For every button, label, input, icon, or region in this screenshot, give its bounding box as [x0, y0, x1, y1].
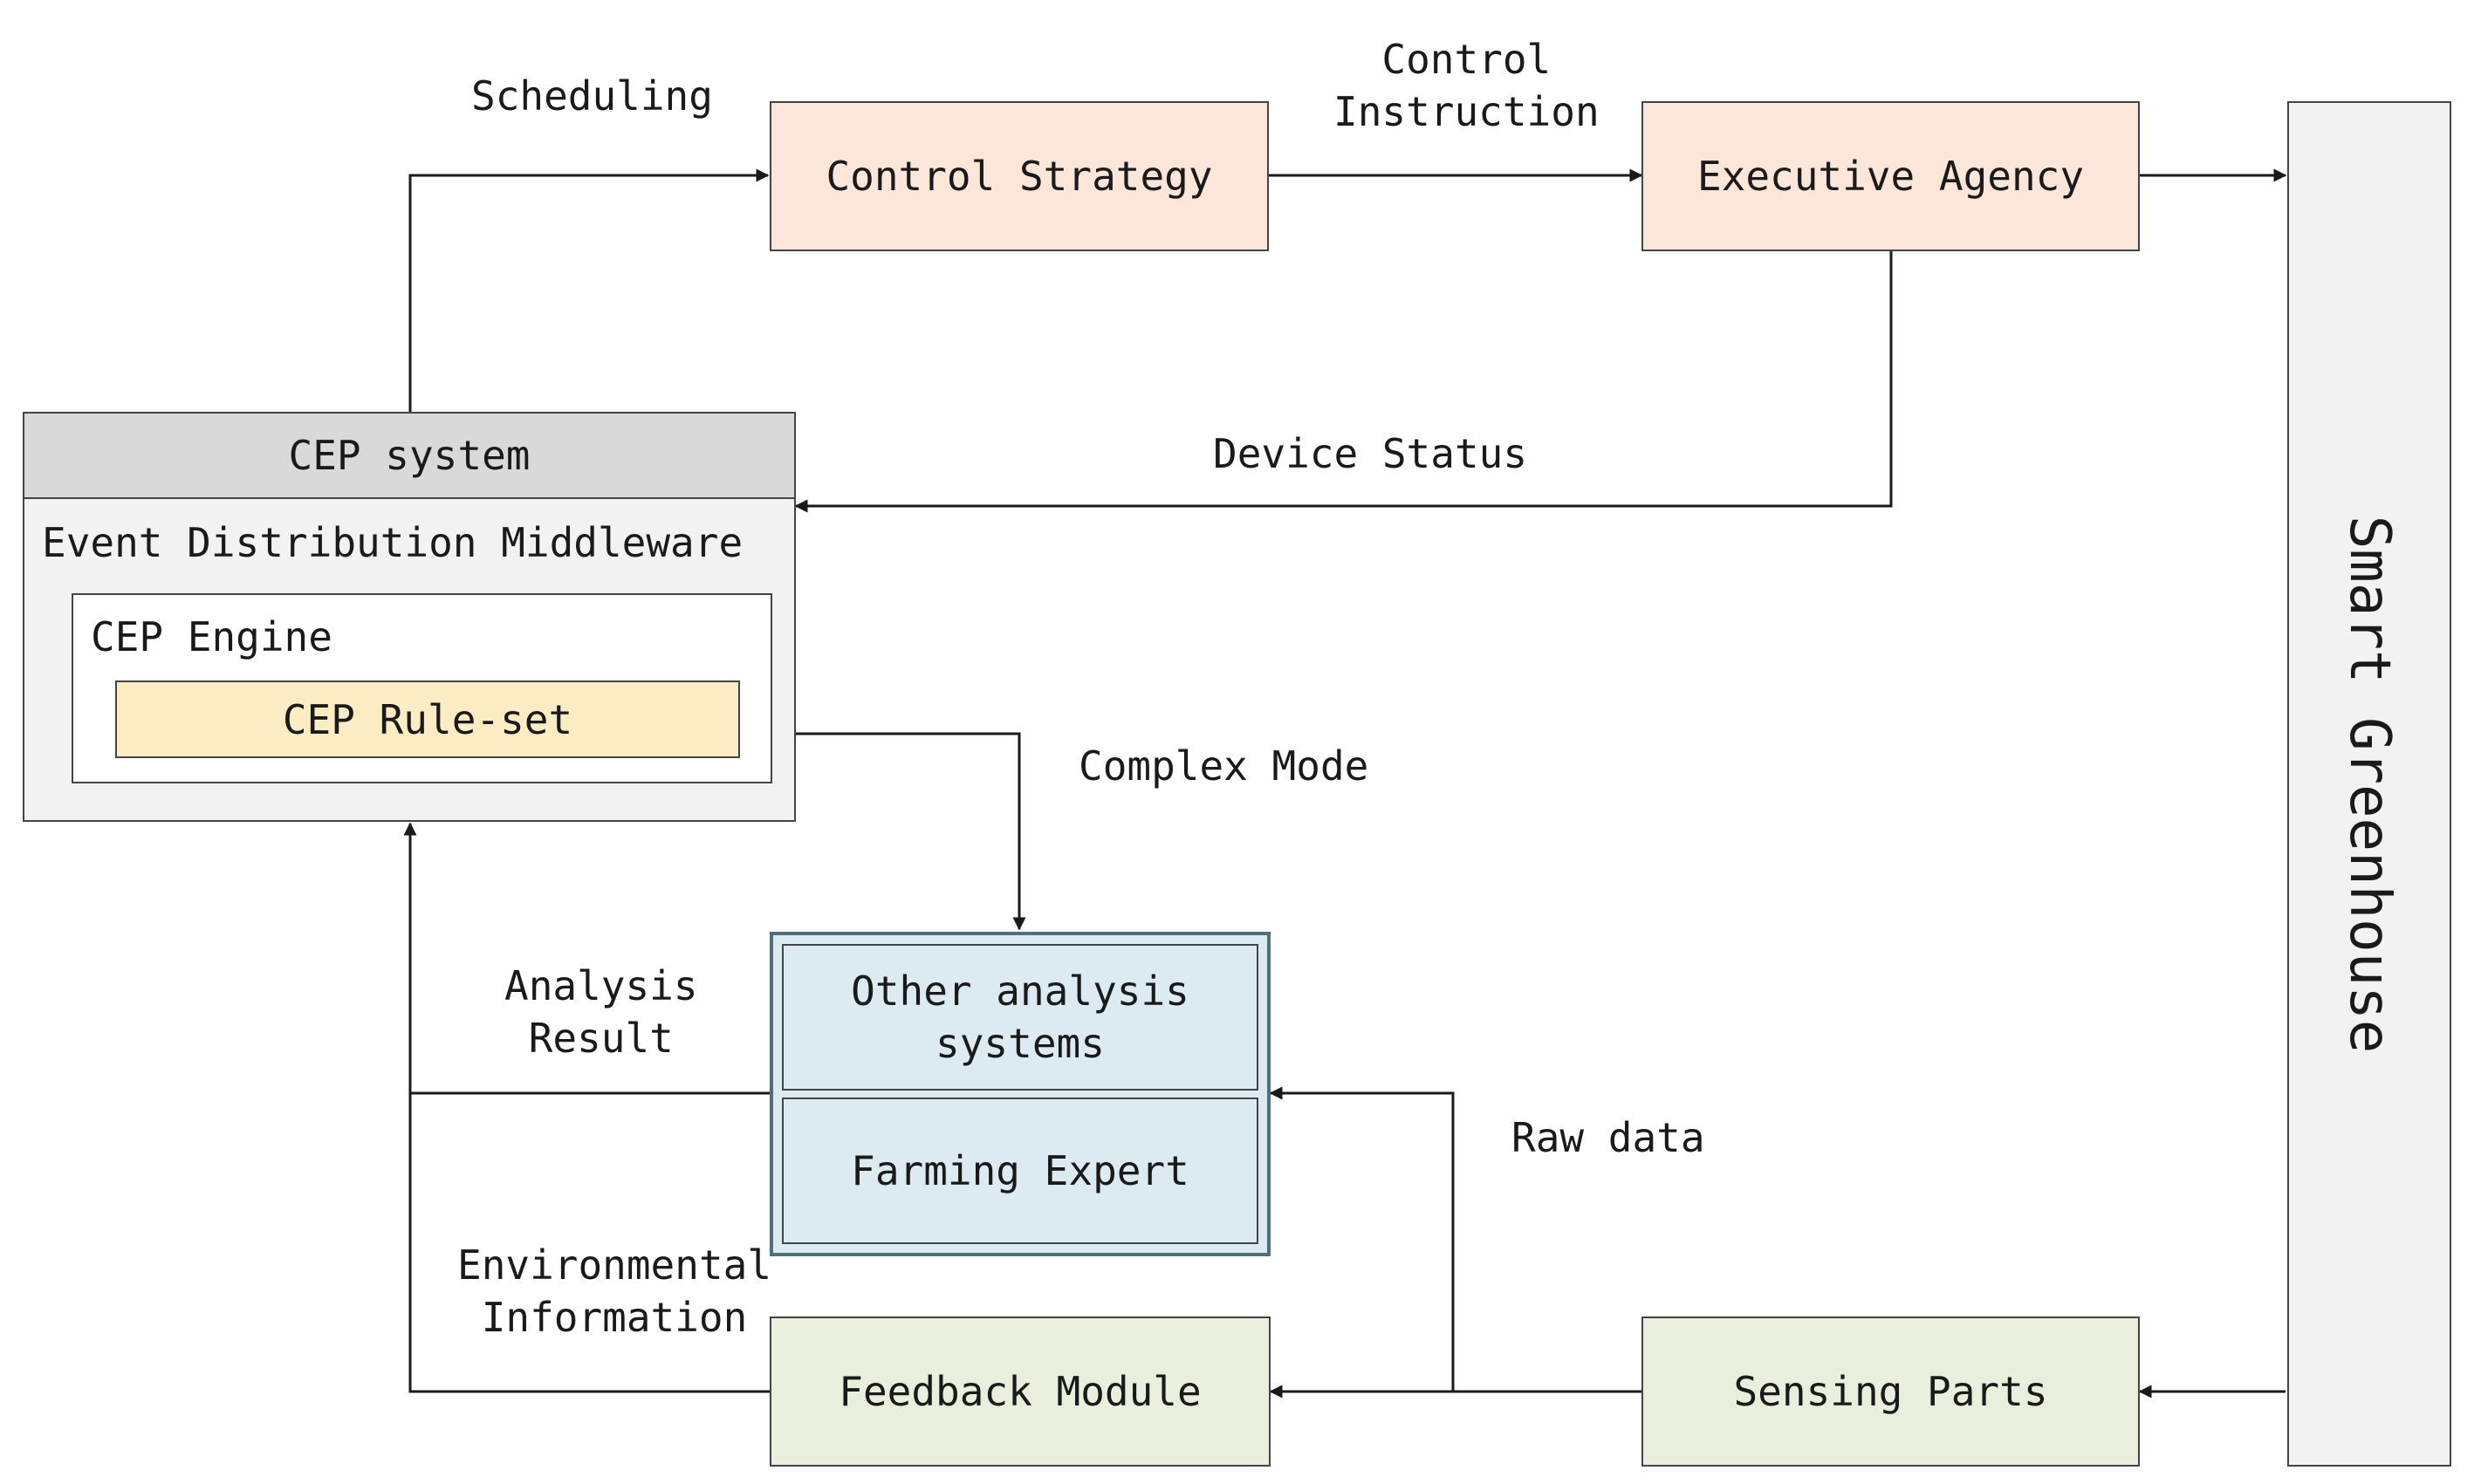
sensing-parts-label: Sensing Parts: [1733, 1368, 2048, 1415]
edge-scheduling: [408, 168, 770, 412]
edge-environmental-information: [408, 1093, 770, 1393]
environmental-information-label: Environmental Information: [457, 1241, 772, 1341]
edge-complex-mode: [794, 732, 1026, 931]
device-status-label: Device Status: [1213, 430, 1528, 477]
scheduling-label: Scheduling: [471, 72, 713, 120]
event-distribution-middleware-label: Event Distribution Middleware: [42, 519, 744, 566]
control-strategy-label: Control Strategy: [826, 153, 1213, 200]
feedback-module-node: Feedback Module: [770, 1316, 1271, 1467]
feedback-module-label: Feedback Module: [839, 1368, 1202, 1415]
edge-raw-data: [1269, 1086, 1641, 1393]
farming-expert-label: Farming Expert: [851, 1147, 1189, 1194]
cep-rule-set-label: CEP Rule-set: [282, 695, 573, 743]
executive-agency-label: Executive Agency: [1696, 153, 2085, 200]
smart-greenhouse-node: Smart Greenhouse: [2287, 101, 2451, 1467]
cep-rule-set-box: CEP Rule-set: [115, 680, 740, 758]
executive-agency-node: Executive Agency: [1641, 101, 2140, 251]
control-instruction-label: Control Instruction: [1333, 36, 1600, 135]
cep-system-header: CEP system: [23, 412, 796, 499]
raw-data-label: Raw data: [1511, 1114, 1705, 1161]
control-strategy-node: Control Strategy: [770, 101, 1269, 251]
smart-greenhouse-label: Smart Greenhouse: [2337, 515, 2402, 1053]
analysis-result-label: Analysis Result: [504, 962, 698, 1062]
cep-engine-label: CEP Engine: [91, 613, 332, 660]
edge-device-status: [794, 251, 1893, 513]
sensing-parts-node: Sensing Parts: [1641, 1316, 2140, 1467]
other-analysis-systems-node: Other analysis systems: [782, 944, 1258, 1091]
farming-expert-node: Farming Expert: [782, 1098, 1258, 1244]
complex-mode-label: Complex Mode: [1079, 742, 1369, 790]
other-analysis-systems-label: Other analysis systems: [851, 968, 1189, 1067]
cep-system-label: CEP system: [288, 432, 531, 479]
